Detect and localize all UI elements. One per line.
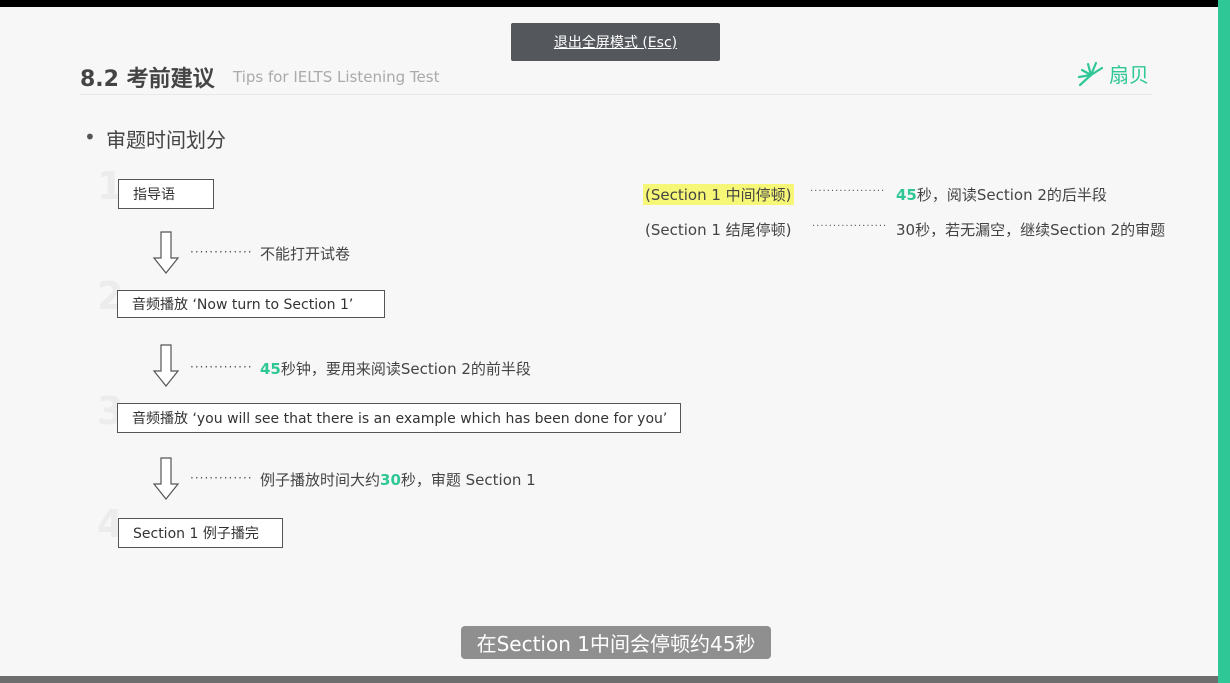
- down-arrow-icon: [152, 457, 180, 500]
- down-arrow-icon: [152, 231, 180, 274]
- step-box-4: Section 1 例子播完: [118, 518, 283, 548]
- pause-desc-middle: 45秒，阅读Section 2的后半段: [896, 186, 1107, 204]
- header-divider: [80, 94, 1152, 95]
- bottom-progress-bar[interactable]: [0, 676, 1218, 683]
- down-arrow-icon: [152, 344, 180, 387]
- leader-dots: ·············: [190, 360, 253, 374]
- step-box-label: 指导语: [133, 187, 175, 203]
- video-caption: 在Section 1中间会停顿约45秒: [461, 626, 771, 659]
- bullet-text: 审题时间划分: [106, 128, 226, 152]
- right-accent-bar: [1218, 0, 1230, 683]
- section-title: 8.2 考前建议: [80, 67, 215, 92]
- exit-fullscreen-button[interactable]: 退出全屏模式 (Esc): [511, 23, 720, 61]
- shanbay-logo: 扇贝: [1077, 59, 1149, 88]
- note-text: 不能打开试卷: [260, 245, 351, 263]
- bullet-dot: •: [84, 125, 96, 149]
- step-box-label: 音频播放 ‘you will see that there is an exam…: [132, 411, 668, 427]
- presentation-slide: 8.2 考前建议 Tips for IELTS Listening Test 扇…: [0, 7, 1218, 676]
- leader-dots: ·············: [190, 245, 253, 259]
- pause-label-end: (Section 1 结尾停顿): [645, 221, 792, 239]
- fan-logo-icon: [1077, 61, 1104, 86]
- leader-dots: ··················: [812, 221, 888, 232]
- leader-dots: ··················: [810, 186, 886, 197]
- step-box-3: 音频播放 ‘you will see that there is an exam…: [117, 403, 681, 433]
- pause-label-middle: (Section 1 中间停顿): [643, 184, 794, 205]
- leader-dots: ·············: [190, 471, 253, 485]
- logo-text: 扇贝: [1109, 63, 1149, 87]
- step-box-1: 指导语: [118, 179, 214, 209]
- note-text: 45秒钟，要用来阅读Section 2的前半段: [260, 360, 531, 378]
- step-box-label: 音频播放 ‘Now turn to Section 1’: [132, 297, 354, 313]
- section-subtitle: Tips for IELTS Listening Test: [233, 68, 440, 86]
- step-box-label: Section 1 例子播完: [133, 526, 259, 542]
- step-box-2: 音频播放 ‘Now turn to Section 1’: [117, 290, 385, 318]
- note-text: 例子播放时间大约30秒，审题 Section 1: [260, 471, 536, 489]
- pause-desc-end: 30秒，若无漏空，继续Section 2的审题: [896, 221, 1166, 239]
